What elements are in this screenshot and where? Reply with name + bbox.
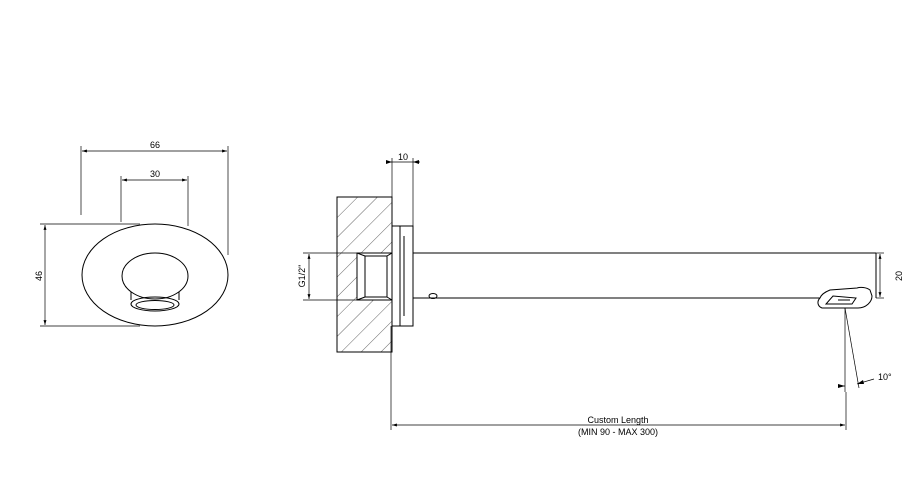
rosette-outline [81, 223, 229, 327]
dim-label-angle: 10° [878, 372, 892, 382]
set-screw [428, 293, 438, 299]
dim-label-thread: G1/2" [297, 265, 307, 288]
flange [391, 225, 414, 327]
aerator-tip [817, 286, 873, 309]
dim-label-length-range: (MIN 90 - MAX 300) [578, 427, 658, 437]
dim-label-30: 30 [150, 169, 160, 179]
front-view: 66 30 46 [34, 140, 229, 327]
outlet-outer [130, 296, 180, 312]
outlet-inner [135, 300, 175, 310]
dim-label-10: 10 [398, 152, 408, 162]
spout-head [121, 252, 189, 300]
dim-label-20: 20 [894, 271, 904, 281]
dim-label-66: 66 [150, 140, 160, 150]
side-view: 10 G1/2" 20 10° Custom Length (MIN 90 - … [297, 152, 904, 437]
dim-label-46: 46 [34, 271, 44, 281]
dim-label-length: Custom Length [587, 415, 648, 425]
